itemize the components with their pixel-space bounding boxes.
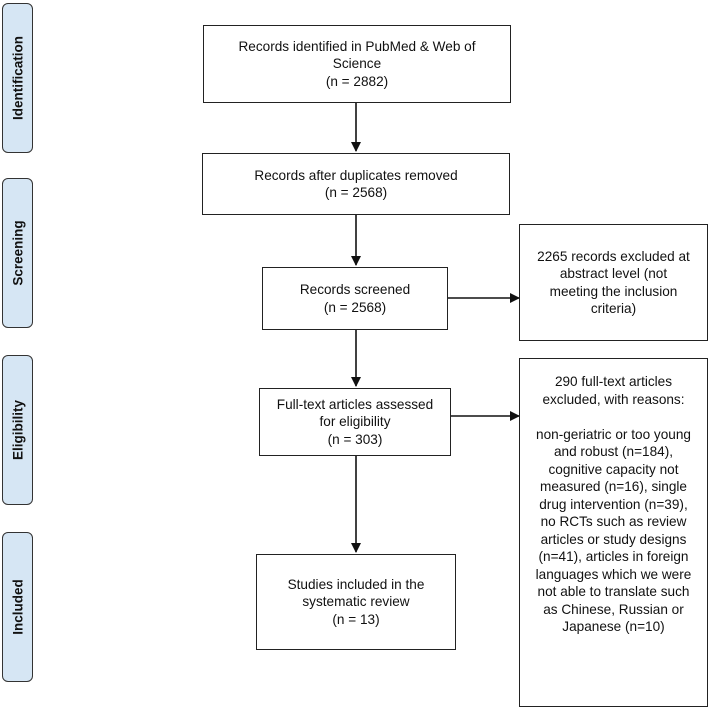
box-excluded-abstract-text: 2265 records excluded at abstract level … <box>537 248 690 317</box>
box-studies-included-text: Studies included in the systematic revie… <box>287 576 425 627</box>
phase-screening: Screening <box>2 178 33 328</box>
phase-identification: Identification <box>2 3 33 153</box>
box-after-duplicates-text: Records after duplicates removed (n = 25… <box>254 167 458 201</box>
box-fulltext-assessed: Full-text articles assessed for eligibil… <box>259 388 451 456</box>
box-excluded-abstract: 2265 records excluded at abstract level … <box>519 224 708 341</box>
box-studies-included: Studies included in the systematic revie… <box>256 554 456 650</box>
box-fulltext-excluded: 290 full-text articles excluded, with re… <box>519 358 708 707</box>
box-after-duplicates: Records after duplicates removed (n = 25… <box>202 153 510 215</box>
box-fulltext-excluded-text: 290 full-text articles excluded, with re… <box>535 374 692 634</box>
box-records-screened-text: Records screened (n = 2568) <box>299 282 411 315</box>
box-fulltext-assessed-text: Full-text articles assessed for eligibil… <box>276 396 434 447</box>
box-records-identified-text: Records identified in PubMed & Web of Sc… <box>238 38 476 89</box>
box-records-screened: Records screened (n = 2568) <box>262 267 448 330</box>
phase-included: Included <box>2 532 33 682</box>
phase-eligibility: Eligibility <box>2 355 33 505</box>
box-records-identified: Records identified in PubMed & Web of Sc… <box>203 25 511 103</box>
